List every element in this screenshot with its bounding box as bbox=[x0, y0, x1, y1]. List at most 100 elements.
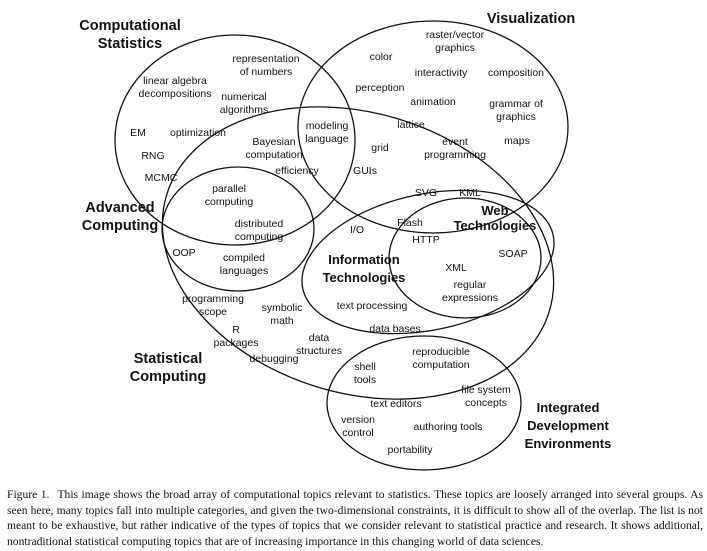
topic-r-packages-line: packages bbox=[214, 337, 259, 349]
group-label-web-technologies-line: Technologies bbox=[454, 218, 537, 233]
caption-text: This image shows the broad array of comp… bbox=[7, 488, 703, 548]
topic-modeling-language-line: modeling bbox=[306, 120, 349, 132]
ellipse-computational-statistics bbox=[114, 34, 356, 246]
ellipse-integrated-development-environments bbox=[326, 335, 522, 471]
group-label-information-technologies-line: Technologies bbox=[323, 270, 406, 285]
topic-composition-line: composition bbox=[488, 67, 544, 79]
topic-optimization-line: optimization bbox=[170, 127, 226, 139]
topic-grid: grid bbox=[371, 142, 389, 154]
group-label-computational-statistics-line: Statistics bbox=[98, 36, 162, 52]
topic-file-system-concepts-line: file system bbox=[461, 384, 511, 396]
topic-xml: XML bbox=[445, 262, 467, 274]
group-label-computational-statistics-line: Computational bbox=[79, 18, 181, 34]
topic-shell-tools-line: tools bbox=[354, 374, 376, 386]
topic-interactivity: interactivity bbox=[415, 67, 468, 79]
topic-rng: RNG bbox=[141, 150, 164, 162]
ellipse-statistical-computing bbox=[161, 106, 555, 400]
topic-grammar-of-graphics-line: grammar of bbox=[489, 98, 543, 110]
ellipse-advanced-computing bbox=[161, 166, 315, 292]
topic-bayesian-computation-line: computation bbox=[245, 149, 302, 161]
topic-distributed-computing-line: computing bbox=[235, 231, 284, 243]
topic-authoring-tools: authoring tools bbox=[414, 421, 483, 433]
topic-svg-line: SVG bbox=[415, 187, 437, 199]
topic-em: EM bbox=[130, 127, 146, 139]
topic-data-structures-line: structures bbox=[296, 345, 342, 357]
topic-color-line: color bbox=[370, 51, 393, 63]
group-label-web-technologies-line: Web bbox=[481, 203, 508, 218]
topic-modeling-language-line: language bbox=[305, 133, 348, 145]
topic-compiled-languages-line: languages bbox=[220, 265, 268, 277]
topic-guis-line: GUIs bbox=[353, 165, 377, 177]
topic-debugging: debugging bbox=[249, 353, 298, 365]
topic-kml-line: KML bbox=[459, 187, 481, 199]
topic-symbolic-math-line: symbolic bbox=[262, 302, 303, 314]
topic-authoring-tools-line: authoring tools bbox=[414, 421, 483, 433]
topic-raster-vector-graphics-line: raster/vector bbox=[426, 29, 485, 41]
topic-oop-line: OOP bbox=[172, 247, 195, 259]
topic-oop: OOP bbox=[172, 247, 195, 259]
topic-portability-line: portability bbox=[388, 444, 434, 456]
topic-event-programming-line: event bbox=[442, 136, 468, 148]
topic-flash-line: Flash bbox=[397, 217, 423, 229]
group-label-statistical-computing-line: Computing bbox=[130, 369, 207, 385]
topic-lattice-line: lattice bbox=[397, 119, 425, 131]
topic-perception-line: perception bbox=[355, 82, 404, 94]
topic-grid-line: grid bbox=[371, 142, 389, 154]
topic-reproducible-computation-line: computation bbox=[412, 359, 469, 371]
topic-io: I/O bbox=[350, 224, 364, 236]
topic-linear-algebra-decompositions-line: decompositions bbox=[139, 88, 212, 100]
topic-maps: maps bbox=[504, 135, 530, 147]
topic-data-structures-line: data bbox=[309, 332, 330, 344]
topic-text-processing: text processing bbox=[337, 300, 408, 312]
topic-text-editors-line: text editors bbox=[370, 398, 421, 410]
topic-composition: composition bbox=[488, 67, 544, 79]
topic-data-bases-line: data bases bbox=[369, 323, 420, 335]
topic-efficiency: efficiency bbox=[275, 165, 319, 177]
topic-shell-tools-line: shell bbox=[354, 361, 376, 373]
topic-lattice: lattice bbox=[397, 119, 425, 131]
topic-maps-line: maps bbox=[504, 135, 530, 147]
topic-portability: portability bbox=[388, 444, 434, 456]
topic-linear-algebra-decompositions-line: linear algebra bbox=[143, 75, 207, 87]
group-label-information-technologies-line: Information bbox=[328, 252, 400, 267]
topic-symbolic-math-line: math bbox=[270, 315, 294, 327]
topic-raster-vector-graphics-line: graphics bbox=[435, 42, 475, 54]
topic-bayesian-computation-line: Bayesian bbox=[252, 136, 295, 148]
topic-color: color bbox=[370, 51, 393, 63]
topic-mcmc: MCMC bbox=[145, 172, 178, 184]
group-label-advanced-computing-line: Computing bbox=[82, 218, 159, 234]
topic-r-packages-line: R bbox=[232, 324, 240, 336]
topic-numerical-algorithms-line: algorithms bbox=[220, 104, 268, 116]
topic-mcmc-line: MCMC bbox=[145, 172, 178, 184]
group-label-visualization: Visualization bbox=[487, 11, 575, 27]
topic-soap-line: SOAP bbox=[498, 248, 527, 260]
topic-regular-expressions-line: expressions bbox=[442, 292, 498, 304]
topic-numerical-algorithms-line: numerical bbox=[221, 91, 267, 103]
ellipse-information-technologies bbox=[301, 189, 555, 335]
topic-parallel-computing-line: computing bbox=[205, 196, 254, 208]
topic-version-control-line: control bbox=[342, 427, 374, 439]
topic-animation-line: animation bbox=[410, 96, 456, 108]
group-label-statistical-computing-line: Statistical bbox=[134, 351, 203, 367]
group-label-integrated-development-environments-line: Development bbox=[527, 418, 609, 433]
topic-optimization: optimization bbox=[170, 127, 226, 139]
